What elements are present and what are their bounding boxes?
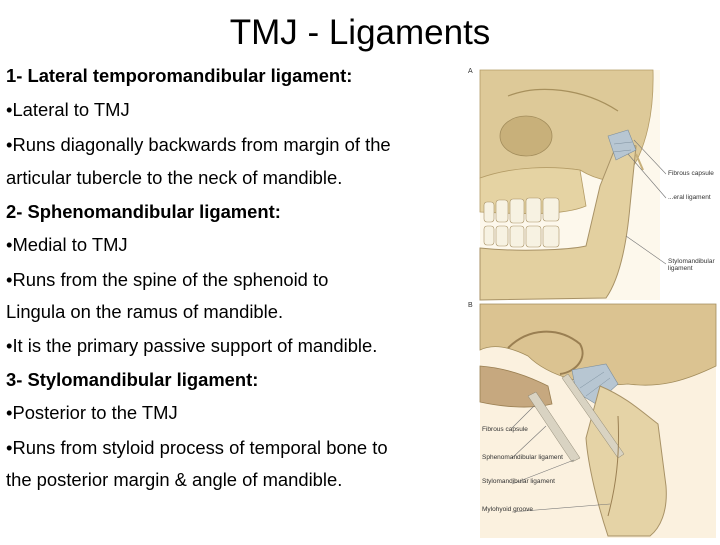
anatomy-illustration: [479, 69, 717, 538]
callout-lateral-ligament-a: ...eral ligament: [668, 194, 711, 201]
bullet-stylo-course: •Runs from styloid process of temporal b…: [6, 437, 388, 458]
heading-lateral-ligament: 1- Lateral temporomandibular ligament:: [6, 65, 353, 86]
panel-a-label: A: [468, 68, 473, 75]
tmj-anatomy-figure: A Fibrous capsule ...eral ligament Stylo…: [468, 66, 718, 540]
bullet-lateral-position: •Lateral to TMJ: [6, 99, 130, 120]
bullet-stylo-course-cont: the posterior margin & angle of mandible…: [6, 469, 343, 490]
callout-fibrous-capsule-a: Fibrous capsule: [668, 170, 714, 177]
callout-stylomandibular-a: Stylomandibular ligament: [668, 258, 715, 272]
bullet-spheno-course-cont: Lingula on the ramus of mandible.: [6, 301, 284, 322]
panel-b-label: B: [468, 302, 473, 309]
callout-sphenomandibular-b: Sphenomandibular ligament: [482, 454, 563, 461]
callout-stylomandibular-b: Stylomandibular ligament: [482, 478, 555, 485]
slide-title: TMJ - Ligaments: [229, 13, 491, 52]
bullet-spheno-position: •Medial to TMJ: [6, 234, 128, 255]
heading-stylomandibular-ligament: 3- Stylomandibular ligament:: [6, 369, 259, 390]
bullet-lateral-course: •Runs diagonally backwards from margin o…: [6, 134, 391, 155]
callout-mylohyoid-groove-b: Mylohyoid groove: [482, 506, 533, 513]
bullet-spheno-support: •It is the primary passive support of ma…: [6, 335, 378, 356]
bullet-lateral-course-cont: articular tubercle to the neck of mandib…: [6, 167, 343, 188]
bullet-stylo-position: •Posterior to the TMJ: [6, 402, 178, 423]
bullet-spheno-course: •Runs from the spine of the sphenoid to: [6, 269, 329, 290]
heading-sphenomandibular-ligament: 2- Sphenomandibular ligament:: [6, 201, 281, 222]
callout-fibrous-capsule-b: Fibrous capsule: [482, 426, 528, 433]
